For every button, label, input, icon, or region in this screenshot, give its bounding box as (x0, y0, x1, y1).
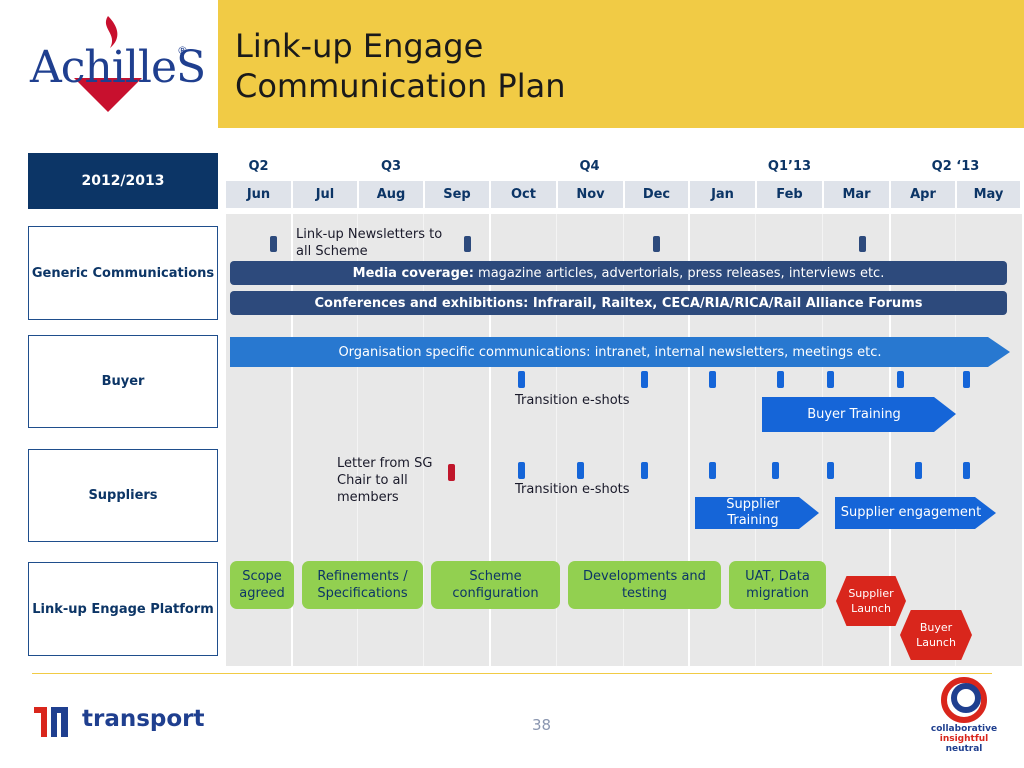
supplier-eshot-marker (518, 462, 525, 479)
buyer-eshot-marker (777, 371, 784, 388)
month-divider (357, 214, 358, 666)
refinements-box: Refinements / Specifications (302, 561, 423, 609)
letter-marker (448, 464, 455, 481)
quarter-q2: Q2 (226, 153, 291, 180)
month-mar: Mar (824, 181, 889, 208)
media-coverage-bar: Media coverage: magazine articles, adver… (230, 261, 1007, 285)
supplier-transition-note: Transition e-shots (515, 482, 630, 497)
month-jan: Jan (690, 181, 755, 208)
newsletter-note: Link-up Newsletters to all Scheme (296, 227, 443, 259)
row-label-generic: Generic Communications (28, 226, 218, 320)
month-divider (955, 214, 956, 666)
achilles-flame-icon (74, 16, 142, 112)
newsletter-marker (270, 236, 277, 252)
registered-mark: ® (177, 44, 188, 57)
month-oct: Oct (491, 181, 556, 208)
scope-agreed-box: Scope agreed (230, 561, 294, 609)
buyer-training-label: Buyer Training (807, 407, 901, 422)
supplier-eshot-marker (915, 462, 922, 479)
month-divider (822, 214, 823, 666)
month-dec: Dec (625, 181, 688, 208)
month-jul: Jul (293, 181, 357, 208)
uat-box: UAT, Data migration (729, 561, 826, 609)
org-comms-arrow (230, 337, 1010, 367)
supplier-training-label: Supplier Training (726, 497, 780, 528)
month-jun: Jun (226, 181, 291, 208)
quarter-divider (291, 214, 293, 666)
buyer-training-arrow (762, 397, 956, 432)
supplier-eshot-marker (577, 462, 584, 479)
quarter-q1-13: Q1’13 (690, 153, 889, 180)
buyer-eshot-marker (963, 371, 970, 388)
buyer-eshot-marker (709, 371, 716, 388)
quarter-q4: Q4 (491, 153, 688, 180)
month-divider (556, 214, 557, 666)
supplier-training-arrow (695, 497, 819, 529)
collaborative-logo-icon (941, 677, 987, 723)
supplier-eshot-marker (963, 462, 970, 479)
supplier-eshot-marker (709, 462, 716, 479)
page-number: 38 (532, 716, 552, 734)
row-label-suppliers: Suppliers (28, 449, 218, 542)
quarter-q3: Q3 (293, 153, 489, 180)
supplier-eshot-marker (827, 462, 834, 479)
month-feb: Feb (757, 181, 822, 208)
developments-box: Developments and testing (568, 561, 721, 609)
supplier-engagement-label: Supplier engagement (840, 505, 982, 520)
month-divider (755, 214, 756, 666)
buyer-eshot-marker (897, 371, 904, 388)
month-sep: Sep (425, 181, 489, 208)
scheme-config-box: Scheme configuration (431, 561, 560, 609)
slide-title-line1: Link-up Engage (235, 27, 484, 65)
transport-logo-icon (32, 703, 70, 741)
media-coverage-text: magazine articles, advertorials, press r… (473, 265, 885, 281)
buyer-eshot-marker (518, 371, 525, 388)
newsletter-marker (859, 236, 866, 252)
letter-note: Letter from SG Chair to all members (337, 456, 433, 505)
buyer-eshot-marker (641, 371, 648, 388)
tagline-insightful: insightful (939, 734, 989, 744)
achilles-wordmark: AchilleS (30, 42, 206, 93)
quarter-q2-13: Q2 ‘13 (891, 153, 1020, 180)
month-nov: Nov (558, 181, 623, 208)
transport-wordmark: transport (82, 706, 205, 732)
buyer-launch-hex: Buyer Launch (900, 610, 972, 660)
row-label-buyer: Buyer (28, 335, 218, 428)
newsletter-marker (464, 236, 471, 252)
slide-title-line2: Communication Plan (235, 67, 566, 105)
tagline-neutral: neutral (945, 744, 983, 754)
buyer-transition-note: Transition e-shots (515, 393, 630, 408)
quarter-divider (889, 214, 891, 666)
supplier-engagement-arrow (835, 497, 996, 529)
month-aug: Aug (359, 181, 423, 208)
quarter-divider (688, 214, 690, 666)
buyer-eshot-marker (827, 371, 834, 388)
row-label-platform: Link-up Engage Platform (28, 562, 218, 656)
title-band (218, 0, 1024, 128)
month-may: May (957, 181, 1020, 208)
supplier-eshot-marker (641, 462, 648, 479)
supplier-eshot-marker (772, 462, 779, 479)
quarter-divider (489, 214, 491, 666)
achilles-logo: AchilleS ® (22, 8, 206, 118)
tagline-collaborative: collaborative (930, 724, 998, 734)
footer-rule (32, 673, 992, 674)
month-divider (623, 214, 624, 666)
month-apr: Apr (891, 181, 955, 208)
org-comms-label: Organisation specific communications: in… (338, 344, 882, 360)
media-coverage-bold: Media coverage: (352, 265, 474, 281)
year-header: 2012/2013 (28, 153, 218, 209)
newsletter-marker (653, 236, 660, 252)
conferences-bar: Conferences and exhibitions: Infrarail, … (230, 291, 1007, 315)
supplier-launch-hex: Supplier Launch (836, 576, 906, 626)
month-divider (423, 214, 424, 666)
